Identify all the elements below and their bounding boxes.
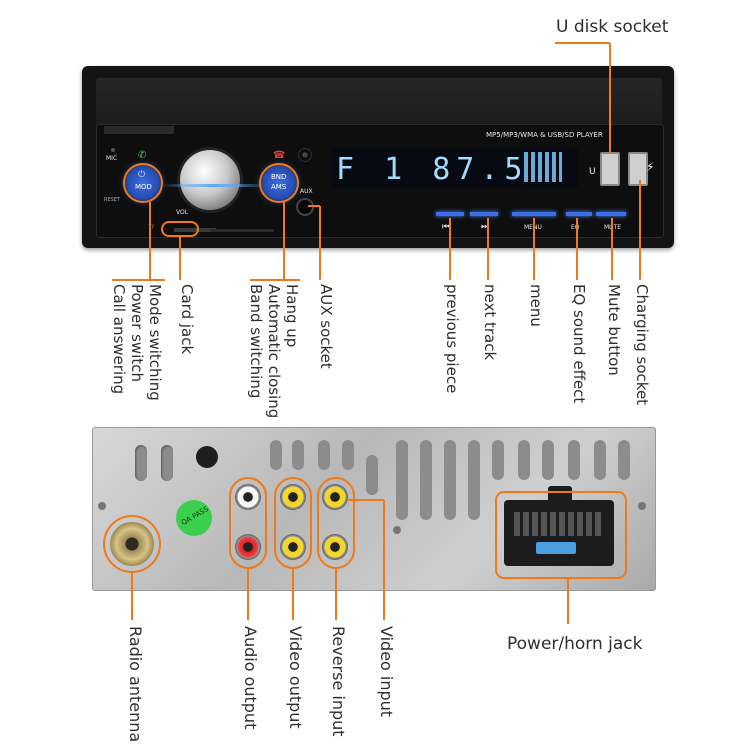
prev-button[interactable]: [436, 212, 464, 216]
reset-label[interactable]: RESET: [104, 197, 121, 203]
menu-label: MENU: [524, 224, 542, 231]
mod-button[interactable]: [126, 166, 160, 200]
call-answer-icon: ✆: [138, 150, 147, 161]
rca-yellow-jack: [322, 484, 348, 510]
vent-slot: [518, 440, 530, 480]
label-eq-sound-effect: EQ sound effect: [570, 284, 588, 404]
vent-slot: [135, 445, 147, 481]
screw-icon: [393, 526, 401, 534]
label-u-disk-socket: U disk socket: [556, 17, 669, 37]
antenna-socket: [110, 522, 154, 566]
label-audio-output: Audio output: [241, 626, 260, 730]
charging-socket[interactable]: [628, 152, 648, 186]
mic-label: MIC: [106, 155, 118, 162]
power-icon: ⏻: [138, 170, 146, 180]
mic-hole: [111, 148, 115, 152]
ams-label: AMS: [271, 183, 287, 191]
rca-yellow-jack: [280, 534, 306, 560]
vent-slot: [542, 440, 554, 480]
label-power-switch: Power switch: [128, 284, 146, 383]
vol-label: VOL: [176, 209, 189, 216]
vent-slot: [366, 455, 378, 495]
eq-label: EQ: [571, 224, 580, 231]
panel-accent-bar: [104, 126, 174, 134]
vent-slot: [492, 440, 504, 480]
eq-button[interactable]: [566, 212, 592, 216]
vent-slot: [420, 440, 432, 520]
rca-yellow-jack: [280, 484, 306, 510]
tf-label: TF: [148, 224, 156, 231]
label-power-horn-jack: Power/horn jack: [507, 634, 643, 654]
label-radio-antenna: Radio antenna: [126, 626, 145, 743]
label-mute-button: Mute button: [605, 284, 623, 376]
label-mode-switching: Mode switching: [146, 284, 164, 401]
vent-slot: [568, 440, 580, 480]
label-video-output: Video output: [286, 626, 305, 729]
label-call-answering: Call answering: [110, 284, 128, 395]
card-slot[interactable]: [174, 228, 216, 232]
mod-label: MOD: [135, 183, 152, 191]
vent-slot: [270, 440, 282, 470]
rca-white-jack: [235, 484, 261, 510]
hang-up-icon: ☎: [273, 150, 286, 161]
vent-slot: [292, 440, 304, 470]
rca-red-jack: [235, 534, 261, 560]
label-card-jack: Card jack: [178, 284, 196, 355]
vent-slot: [342, 440, 354, 470]
bnd-ams-button[interactable]: [262, 166, 296, 200]
mount-hole: [196, 446, 218, 468]
prev-icon: ⏮: [442, 222, 451, 232]
fuse: [536, 542, 576, 554]
vent-slot: [161, 445, 173, 481]
lightning-icon: ⚡: [646, 160, 655, 174]
vent-slot: [318, 440, 330, 470]
connector-pins: [514, 512, 604, 536]
label-reverse-input: Reverse input: [329, 626, 348, 737]
volume-knob[interactable]: [180, 150, 240, 210]
vent-slot: [594, 440, 606, 480]
bnd-label: BND: [271, 173, 287, 181]
vent-slot: [396, 440, 408, 520]
vent-slot: [618, 440, 630, 480]
mute-button[interactable]: [596, 212, 626, 216]
label-aux-socket: AUX socket: [317, 284, 335, 369]
screw-icon: [98, 502, 106, 510]
qa-pass-sticker: [176, 500, 212, 536]
aux-label: AUX: [300, 188, 313, 195]
screw-icon: [638, 502, 646, 510]
label-automatic-closing: Automatic closing: [265, 284, 283, 419]
label-video-input: Video input: [377, 626, 396, 718]
label-menu: menu: [527, 284, 545, 327]
next-icon: ⏭: [481, 222, 490, 232]
label-band-switching: Band switching: [247, 284, 265, 399]
label-hang-up: Hang up: [283, 284, 301, 348]
u-label: U: [589, 167, 596, 177]
lcd-frequency: F 1 87.5: [336, 152, 529, 187]
vent-slot: [468, 440, 480, 520]
label-charging-socket: Charging socket: [633, 284, 651, 406]
next-button[interactable]: [470, 212, 498, 216]
panel-title: MP5/MP3/WMA & USB/SD PLAYER: [486, 131, 603, 139]
bottom-slot: [210, 229, 274, 232]
u-disk-socket[interactable]: [600, 152, 620, 186]
lcd-bars: [524, 152, 562, 182]
speaker-grille: [298, 148, 312, 162]
vent-slot: [444, 440, 456, 520]
rca-yellow-jack: [322, 534, 348, 560]
connector-tab: [548, 486, 572, 502]
label-next-track: next track: [481, 284, 499, 361]
knob-glow: [160, 184, 270, 187]
label-previous-piece: previous piece: [443, 284, 461, 394]
menu-button[interactable]: [512, 212, 556, 216]
